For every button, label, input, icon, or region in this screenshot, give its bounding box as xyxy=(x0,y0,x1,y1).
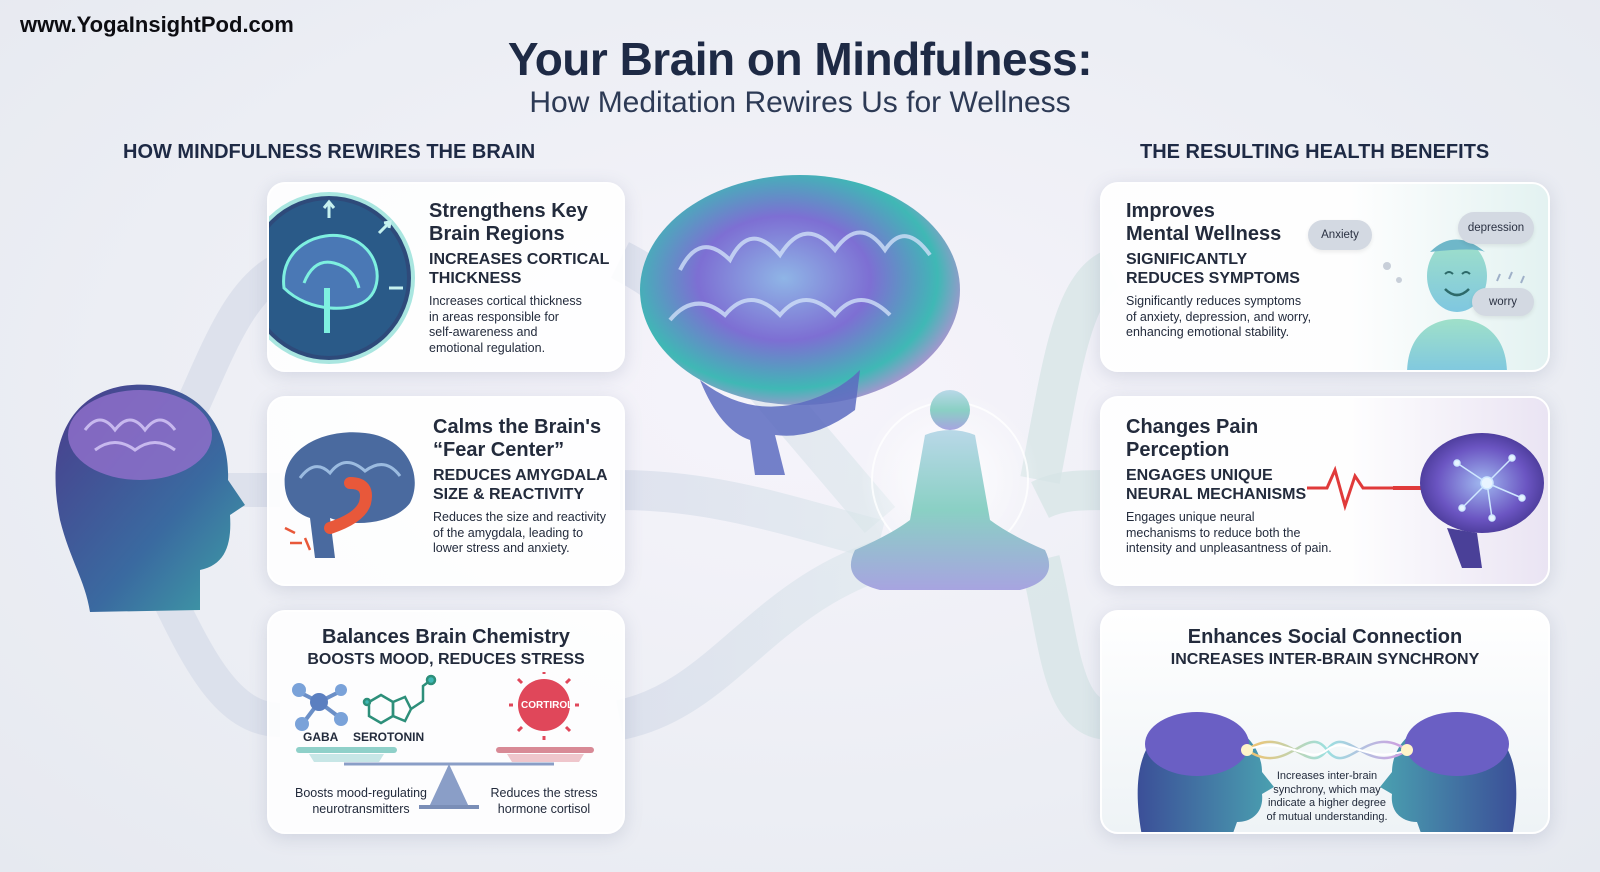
card-subtitle-line-2: NEURAL MECHANISMS xyxy=(1126,486,1307,503)
body-line: mechanisms to reduce both the xyxy=(1126,525,1301,540)
card-title-line-1: Strengthens Key xyxy=(429,200,588,222)
caption-line: neurotransmitters xyxy=(312,801,410,816)
card-title-line-2: “Fear Center” xyxy=(433,439,565,461)
caption-line: Reduces the stress xyxy=(490,786,598,800)
gaba-molecule-icon xyxy=(292,683,348,731)
caption-line: hormone cortisol xyxy=(497,801,591,816)
amygdala-brain-icon xyxy=(284,432,415,558)
card-title-line-2: Brain Regions xyxy=(429,223,565,245)
cortisol-molecule-icon xyxy=(509,672,579,740)
card-title: Balances Brain Chemistry xyxy=(322,626,570,648)
page-subtitle: How Meditation Rewires Us for Wellness xyxy=(529,86,1071,119)
inter-brain-synchrony-illustration xyxy=(1137,712,1517,832)
site-url[interactable]: www.YogaInsightPod.com xyxy=(20,12,294,37)
card-title-line-2: Perception xyxy=(1126,439,1230,461)
smiling-person-icon xyxy=(1383,239,1525,370)
body-line: of mutual understanding. xyxy=(1266,810,1388,823)
card-subtitle-line-1: REDUCES AMYGDALA xyxy=(433,467,608,484)
body-line: Increases inter-brain xyxy=(1276,770,1378,782)
card-improves-mental-wellness: Improves Mental Wellness SIGNIFICANTLY R… xyxy=(1100,182,1550,372)
body-line: intensity and unpleasantness of pain. xyxy=(1126,541,1332,555)
brain-scan-icon xyxy=(269,192,415,364)
card-subtitle-line-2: THICKNESS xyxy=(429,270,522,287)
card-calms-fear-center: Calms the Brain's “Fear Center” REDUCES … xyxy=(267,396,625,586)
left-section-heading: HOW MINDFULNESS REWIRES THE BRAIN xyxy=(123,141,536,163)
pain-signal-brain-icon xyxy=(1307,433,1544,568)
card-title-line-2: Mental Wellness xyxy=(1126,223,1282,245)
card-subtitle-line-1: SIGNIFICANTLY xyxy=(1126,251,1248,268)
card-subtitle-line-1: ENGAGES UNIQUE xyxy=(1126,467,1273,484)
right-section-heading: THE RESULTING HEALTH BENEFITS xyxy=(1140,141,1490,163)
card-title: Enhances Social Connection xyxy=(1187,626,1463,648)
body-line: synchrony, which may xyxy=(1273,783,1381,796)
meditating-figure-illustration xyxy=(850,390,1050,590)
card-body: Reduces the size and reactivity of the a… xyxy=(433,510,606,557)
card-body: Increases inter-brain synchrony, which m… xyxy=(1252,770,1402,824)
right-caption: Reduces the stress hormone cortisol xyxy=(474,786,614,817)
body-line: lower stress and anxiety. xyxy=(433,541,570,555)
worry-thought-bubble: worry xyxy=(1472,288,1534,316)
card-subtitle-line-2: SIZE & REACTIVITY xyxy=(433,486,585,503)
body-line: emotional regulation. xyxy=(429,340,546,355)
caption-line: Boosts mood-regulating xyxy=(294,786,428,800)
body-line: Reduces the size and reactivity xyxy=(433,510,607,524)
cortisol-label: CORTIROL xyxy=(521,700,574,711)
card-subtitle: BOOSTS MOOD, REDUCES STRESS xyxy=(307,651,585,668)
card-strengthens-brain-regions: Strengthens Key Brain Regions INCREASES … xyxy=(267,182,625,372)
head-profile-illustration xyxy=(55,384,245,612)
card-enhances-social-connection: Enhances Social Connection INCREASES INT… xyxy=(1100,610,1550,834)
left-caption: Boosts mood-regulating neurotransmitters xyxy=(281,786,441,817)
body-line: Engages unique neural xyxy=(1126,510,1255,524)
card-body: Significantly reduces symptoms of anxiet… xyxy=(1126,294,1311,341)
body-line: Significantly reduces symptoms xyxy=(1126,294,1302,308)
card-subtitle-line-2: REDUCES SYMPTOMS xyxy=(1126,270,1300,287)
page-title: Your Brain on Mindfulness: xyxy=(507,33,1093,85)
card-subtitle-line-1: INCREASES CORTICAL xyxy=(429,251,610,268)
balance-scale-icon xyxy=(296,747,594,809)
body-line: of anxiety, depression, and worry, xyxy=(1126,309,1312,324)
central-brain-illustration xyxy=(640,175,960,475)
body-line: in areas responsible for xyxy=(429,309,559,324)
card-title-line-1: Improves xyxy=(1126,200,1215,222)
card-subtitle: INCREASES INTER-BRAIN SYNCHRONY xyxy=(1170,651,1480,668)
body-line: Increases cortical thickness xyxy=(429,294,582,308)
card-title-line-1: Changes Pain xyxy=(1126,416,1259,438)
card-changes-pain-perception: Changes Pain Perception ENGAGES UNIQUE N… xyxy=(1100,396,1550,586)
serotonin-label: SEROTONIN xyxy=(353,730,425,744)
chemistry-balance-illustration xyxy=(292,672,594,809)
anxiety-thought-bubble: Anxiety xyxy=(1308,220,1372,250)
card-title-line-1: Calms the Brain's xyxy=(433,416,602,438)
serotonin-molecule-icon xyxy=(362,674,437,725)
body-line: enhancing emotional stability. xyxy=(1126,325,1290,339)
depression-thought-bubble: depression xyxy=(1458,212,1534,244)
card-body: Increases cortical thickness in areas re… xyxy=(429,294,582,356)
card-body: Engages unique neural mechanisms to redu… xyxy=(1126,510,1332,557)
body-line: self-awareness and xyxy=(429,325,538,339)
gaba-label: GABA xyxy=(303,730,339,744)
card-balances-brain-chemistry: Balances Brain Chemistry BOOSTS MOOD, RE… xyxy=(267,610,625,834)
body-line: of the amygdala, leading to xyxy=(433,525,584,540)
body-line: indicate a higher degree xyxy=(1267,797,1387,809)
